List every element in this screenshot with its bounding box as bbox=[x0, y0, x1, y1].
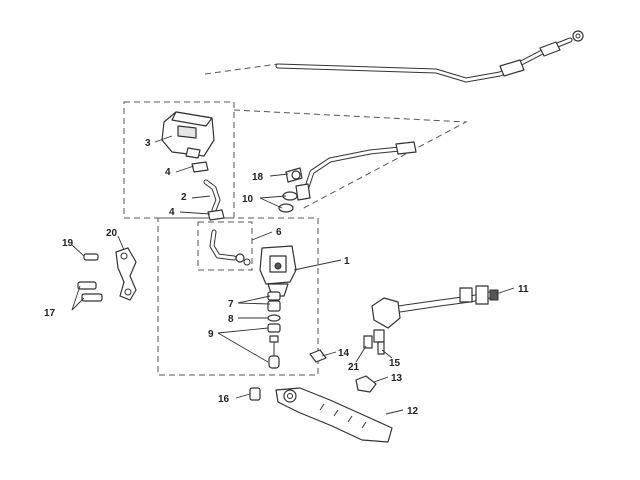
callout-14: 14 bbox=[338, 348, 350, 359]
brake-pedal[interactable] bbox=[275, 387, 393, 443]
brake-line-routing-dashed bbox=[204, 63, 468, 211]
callout-13: 13 bbox=[391, 373, 403, 384]
rear-brake-line[interactable] bbox=[275, 30, 584, 83]
callout-10: 10 bbox=[242, 194, 254, 205]
pushrod-9[interactable] bbox=[267, 323, 281, 369]
callout-4-upper: 4 bbox=[165, 167, 171, 178]
clip-14[interactable] bbox=[309, 349, 327, 363]
sealing-washers-10[interactable] bbox=[278, 183, 311, 213]
callout-9: 9 bbox=[208, 329, 214, 340]
switch-connector-15[interactable] bbox=[373, 329, 385, 355]
rear-master-cylinder[interactable] bbox=[259, 245, 297, 297]
callout-3: 3 bbox=[145, 138, 151, 149]
spring-21[interactable] bbox=[363, 335, 373, 349]
master-cylinder-group-outline bbox=[157, 217, 319, 376]
callout-2: 2 bbox=[181, 192, 187, 203]
split-pins-17[interactable] bbox=[77, 281, 103, 302]
brake-hose[interactable] bbox=[301, 141, 417, 199]
callout-17: 17 bbox=[44, 308, 56, 319]
bush-16[interactable] bbox=[249, 387, 261, 401]
callout-20: 20 bbox=[106, 228, 118, 239]
callout-8: 8 bbox=[228, 314, 234, 325]
clip-4-upper[interactable] bbox=[191, 161, 209, 173]
circlip-8[interactable] bbox=[267, 314, 281, 322]
rear-brake-light-switch[interactable] bbox=[371, 285, 499, 329]
callout-4-lower: 4 bbox=[169, 207, 175, 218]
callout-12: 12 bbox=[407, 406, 419, 417]
callout-1: 1 bbox=[344, 256, 350, 267]
callout-15: 15 bbox=[389, 358, 401, 369]
callout-11: 11 bbox=[518, 284, 529, 295]
leader-lines bbox=[71, 135, 515, 415]
callout-18: 18 bbox=[252, 172, 264, 183]
clevis-pin-19[interactable] bbox=[83, 253, 99, 261]
reservoir-hose[interactable] bbox=[203, 179, 221, 213]
callout-16: 16 bbox=[218, 394, 230, 405]
piston-kit-7[interactable] bbox=[267, 291, 281, 312]
elbow-hose-kit[interactable] bbox=[209, 229, 251, 266]
callout-6: 6 bbox=[276, 227, 282, 238]
linkage-bracket-20[interactable] bbox=[115, 247, 137, 301]
callout-7: 7 bbox=[228, 299, 234, 310]
brake-fluid-reservoir[interactable] bbox=[161, 111, 215, 159]
callout-19: 19 bbox=[62, 238, 74, 249]
pivot-bolt-13[interactable] bbox=[355, 375, 377, 393]
banjo-bolt-18[interactable] bbox=[285, 167, 303, 183]
callout-21: 21 bbox=[348, 362, 360, 373]
hose-kit-outline bbox=[197, 221, 253, 271]
clip-4-lower[interactable] bbox=[207, 209, 225, 221]
